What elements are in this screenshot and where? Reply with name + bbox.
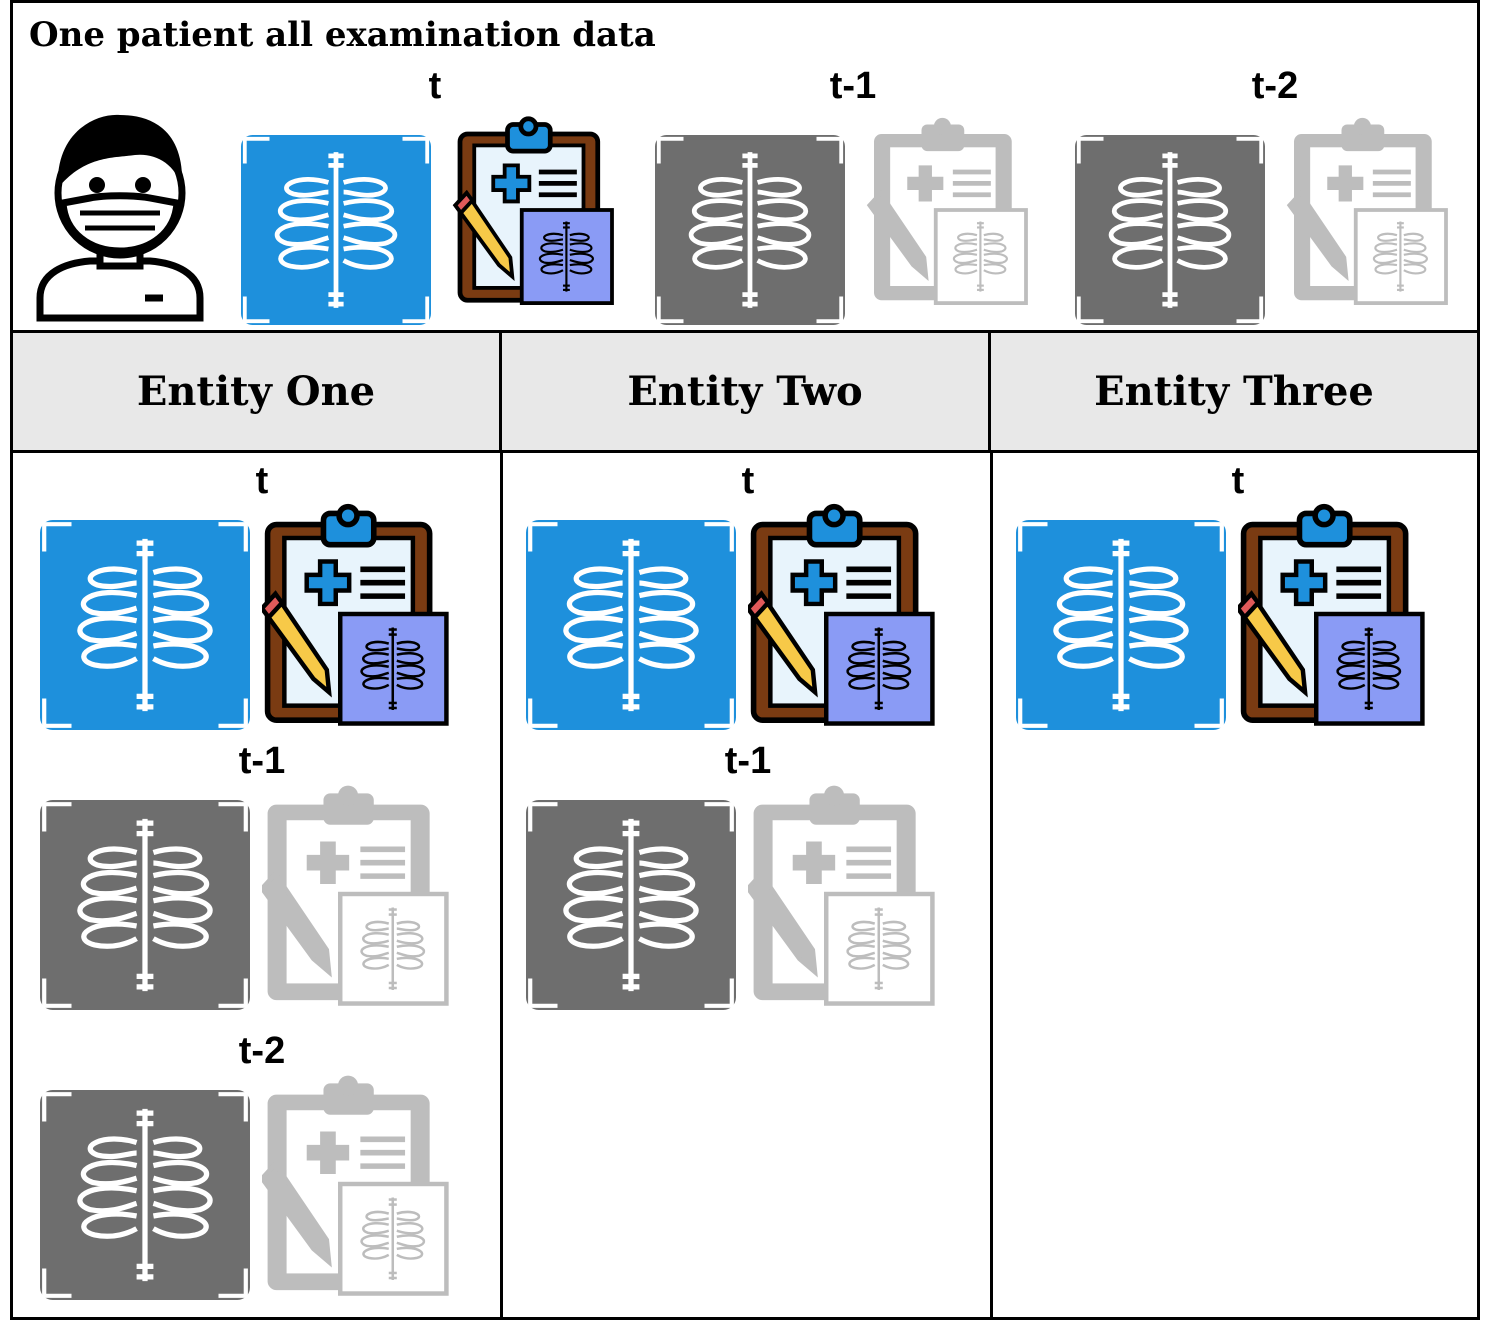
clipboard-report-icon xyxy=(748,785,935,1006)
chest-xray-icon xyxy=(40,800,250,1010)
masked-patient-icon xyxy=(36,114,204,322)
top-label-t-2: t-2 xyxy=(1251,65,1299,107)
entity-2-label-t-1: t-1 xyxy=(724,740,772,782)
entity-one-header: Entity One xyxy=(13,333,502,450)
entity-header-row: Entity One Entity Two Entity Three xyxy=(13,333,1477,453)
entity-3-label-t: t xyxy=(1231,460,1245,502)
entity-two-header: Entity Two xyxy=(502,333,991,450)
entity-two-column xyxy=(503,453,993,1320)
entity-1-label-t: t xyxy=(255,460,269,502)
chest-xray-icon xyxy=(1016,520,1226,730)
patient-examination-panel: One patient all examination data t t-1 t… xyxy=(13,3,1477,333)
clipboard-report-icon xyxy=(866,117,1028,305)
entity-2-label-t: t xyxy=(741,460,755,502)
diagram-frame: One patient all examination data t t-1 t… xyxy=(10,0,1480,1320)
top-label-t: t xyxy=(428,65,442,107)
chest-xray-icon xyxy=(1075,135,1265,325)
clipboard-report-icon xyxy=(262,503,449,726)
clipboard-report-icon xyxy=(748,503,935,726)
chest-xray-icon xyxy=(526,520,736,730)
diagram-title: One patient all examination data xyxy=(29,15,656,55)
chest-xray-icon xyxy=(241,135,431,325)
top-label-t-1: t-1 xyxy=(829,65,877,107)
clipboard-report-icon xyxy=(262,785,449,1006)
clipboard-report-icon xyxy=(452,116,614,305)
chest-xray-icon xyxy=(526,800,736,1010)
entity-1-label-t-1: t-1 xyxy=(238,740,286,782)
chest-xray-icon xyxy=(655,135,845,325)
entity-icons-layer: t t-1 t-2 t t-1 t xyxy=(10,450,1480,1320)
clipboard-report-icon xyxy=(262,1075,449,1296)
chest-xray-icon xyxy=(40,520,250,730)
clipboard-report-icon xyxy=(1286,117,1448,305)
chest-xray-icon xyxy=(40,1090,250,1300)
clipboard-report-icon xyxy=(1238,503,1425,726)
entity-1-label-t-2: t-2 xyxy=(238,1030,286,1072)
entity-three-header: Entity Three xyxy=(1094,368,1374,415)
entity-body-row xyxy=(13,453,1477,1320)
entity-one-column xyxy=(13,453,503,1320)
